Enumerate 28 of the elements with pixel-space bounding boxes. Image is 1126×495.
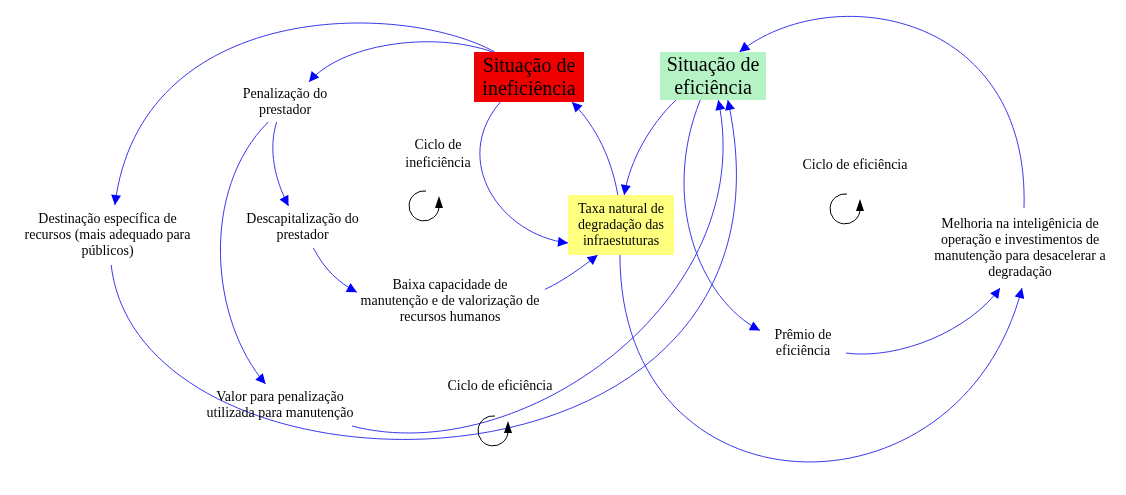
arrow: [683, 99, 761, 331]
arrow: [110, 99, 737, 440]
variable-label: Prêmio de eficiência: [760, 322, 846, 364]
variable-label: Baixa capacidade de manutenção e de valorização de recursos humanos: [355, 272, 545, 330]
arrow: [351, 99, 725, 434]
arrow: [621, 99, 677, 196]
arrow: [544, 254, 599, 290]
variable-label: Descapitalização do prestador: [225, 206, 380, 248]
variable-label: Melhoria na inteligênicia de operação e investimentos de manutenção para desacelerar a degradação: [920, 208, 1120, 288]
arrow: [308, 41, 494, 83]
arrow: [272, 121, 290, 207]
variable-box: Situação de eficiência: [660, 52, 766, 100]
variable-box: Situação de ineficiência: [474, 52, 584, 102]
variable-box: Taxa natural de degradação das infraestuturas: [568, 195, 674, 255]
arrow: [112, 22, 496, 206]
arrow: [479, 101, 569, 246]
arrow: [739, 15, 1025, 209]
arrow: [220, 121, 269, 385]
variable-label: Valor para penalização utilizada para manutenção: [190, 384, 370, 426]
loop-label: Ciclo de eficiência: [446, 377, 554, 395]
variable-label: Destinação específica de recursos (mais adequado para públicos): [15, 205, 200, 265]
arrow: [845, 287, 1001, 355]
arrow: [571, 101, 619, 196]
arrow: [312, 247, 358, 293]
arrow: [619, 254, 1024, 463]
loop-label: Ciclo de eficiência: [801, 156, 909, 174]
variable-label: Penalização do prestador: [225, 82, 345, 122]
loop-label: Ciclo de ineficiência: [404, 136, 472, 171]
